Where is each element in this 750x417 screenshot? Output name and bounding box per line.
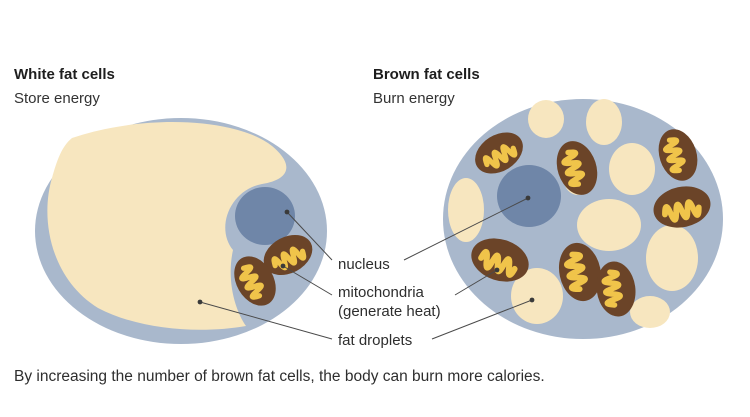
leader-lines — [199, 197, 533, 340]
white-fat-cell — [35, 118, 327, 344]
brown-droplet-2 — [586, 99, 622, 145]
white-fat-subtitle: Store energy — [14, 90, 100, 107]
mito-dot-brown — [494, 267, 500, 273]
label-mitochondria: mitochondria — [338, 284, 425, 301]
brown-droplet-8 — [511, 268, 563, 324]
droplet-leader-white — [199, 301, 333, 340]
white-cell-nucleus — [235, 187, 295, 245]
brown-droplet-1 — [528, 100, 564, 138]
brown-droplet-7 — [646, 225, 698, 291]
diagram-caption: By increasing the number of brown fat ce… — [14, 368, 545, 385]
label-mitochondria-note: (generate heat) — [338, 303, 441, 320]
brown-droplet-9 — [630, 296, 670, 328]
droplet-dot-brown — [529, 297, 535, 303]
brown-droplet-5 — [448, 178, 484, 242]
label-fat-droplets: fat droplets — [338, 332, 412, 349]
brown-droplet-3 — [609, 143, 655, 195]
brown-droplet-6 — [577, 199, 641, 251]
mito-leader-brown — [454, 269, 498, 296]
nucleus-dot-brown — [525, 195, 531, 201]
brown-fat-subtitle: Burn energy — [373, 90, 455, 107]
label-nucleus: nucleus — [338, 256, 390, 273]
droplet-leader-brown — [431, 299, 533, 340]
nucleus-leader-white — [286, 211, 333, 261]
nucleus-leader-brown — [403, 197, 529, 261]
white-fat-droplet — [47, 122, 287, 330]
white-fat-title: White fat cells — [14, 66, 115, 83]
leader-dots — [197, 195, 535, 305]
nucleus-dot-white — [284, 209, 290, 215]
mito-dot-white — [280, 263, 286, 269]
brown-fat-cell — [443, 99, 723, 339]
brown-fat-title: Brown fat cells — [373, 66, 480, 83]
droplet-dot-white — [197, 299, 203, 305]
mito-leader-white — [282, 265, 333, 296]
